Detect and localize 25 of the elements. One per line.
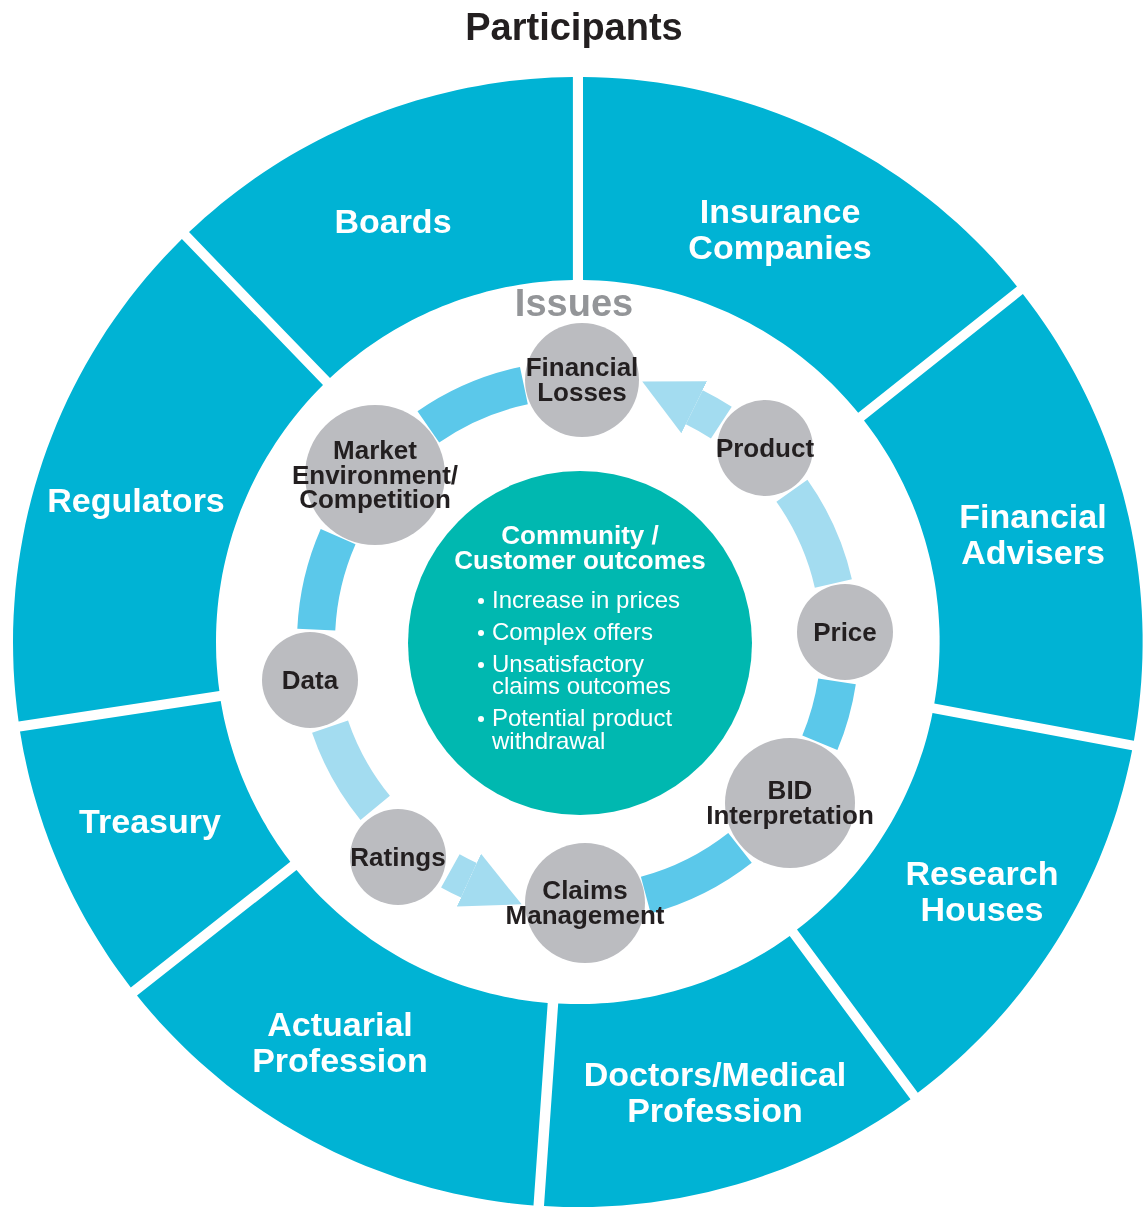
segment-label: Regulators: [46, 483, 226, 519]
segment-label: Insurance Companies: [687, 194, 873, 266]
section-label: Issues: [514, 282, 634, 325]
issue-label: Product: [714, 435, 816, 461]
issue-label: Price: [812, 619, 878, 645]
curved-arrow: [441, 853, 522, 907]
segment-label: Treasury: [78, 804, 222, 840]
issue-label: Claims Management: [504, 878, 666, 928]
bullet-item: Increase in prices: [492, 586, 681, 613]
diagram-title: Participants: [465, 6, 683, 49]
issue-label: BID Interpretation: [705, 778, 875, 828]
segment-label: Doctors/Medical Profession: [582, 1057, 848, 1129]
bullet-item: Potential product withdrawal: [492, 704, 673, 754]
segment-label: Financial Advisers: [958, 499, 1108, 571]
issue-label: Financial Losses: [524, 355, 640, 405]
curved-arrow: [642, 380, 732, 439]
segment-label: Boards: [333, 204, 453, 240]
issue-label: Data: [280, 667, 340, 693]
issue-label: Ratings: [349, 844, 447, 870]
bullet-item: Unsatisfactory claims outcomes: [492, 649, 671, 700]
bullet-item: Complex offers: [492, 617, 653, 645]
issue-label: Market Environment/ Competition: [290, 437, 460, 513]
segment-label: Research Houses: [904, 856, 1060, 928]
segment-label: Actuarial Profession: [251, 1007, 429, 1079]
outcome-heading: Community / Customer outcomes: [453, 523, 707, 574]
